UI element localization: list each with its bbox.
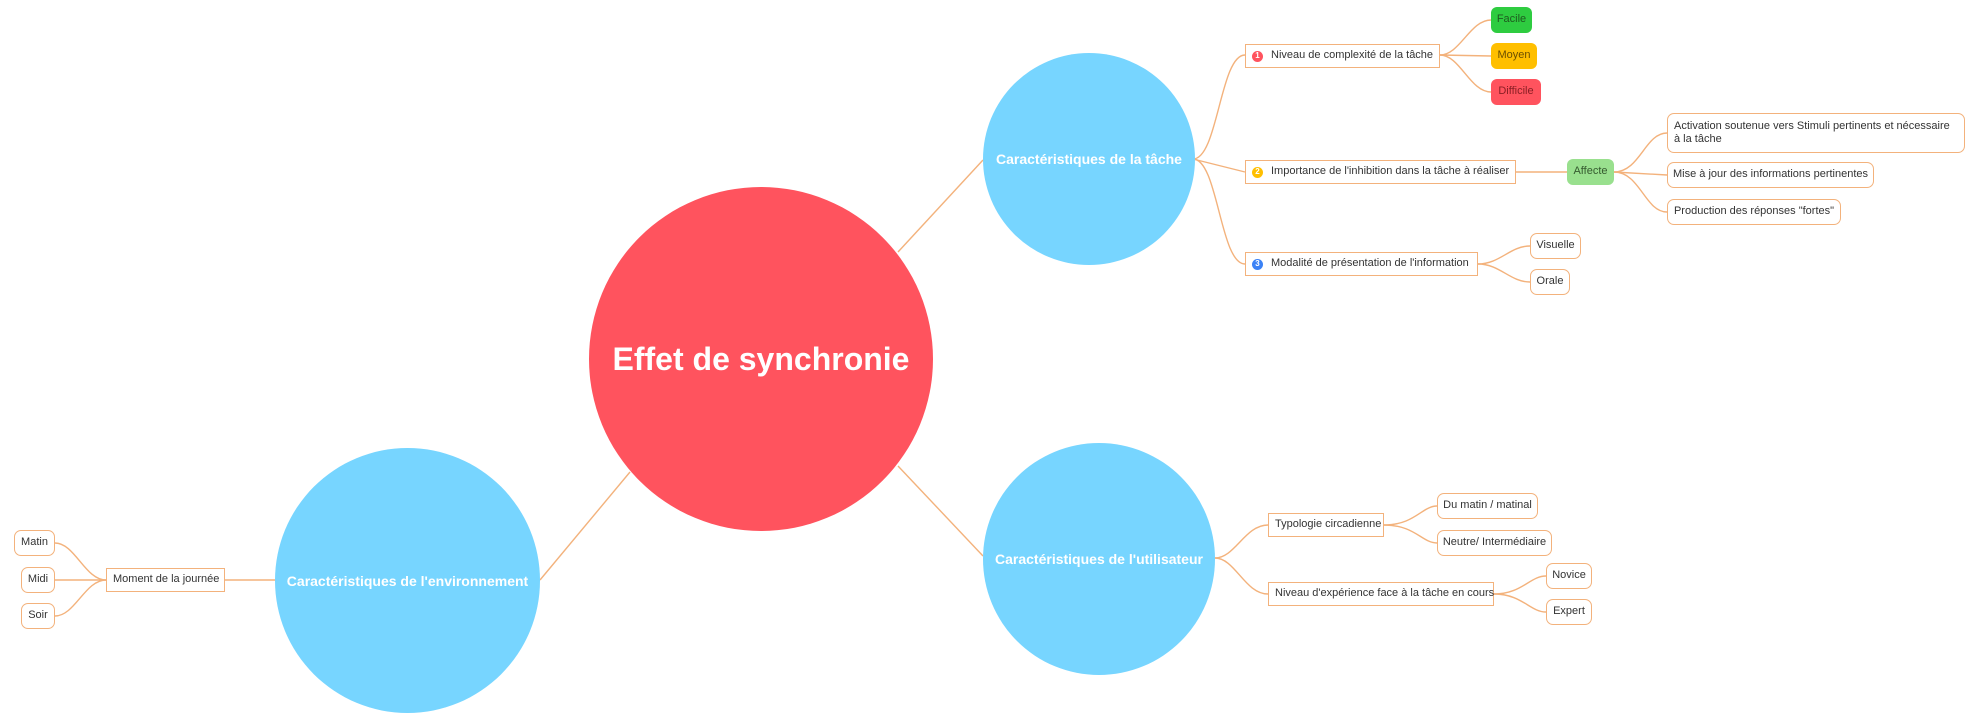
priority-3-icon: 3 <box>1252 258 1263 270</box>
node-inhibition-label: Importance de l'inhibition dans la tâche… <box>1271 165 1510 178</box>
moment-morning[interactable]: Matin <box>14 530 55 556</box>
branch-user[interactable]: Caractéristiques de l'utilisateur <box>983 443 1215 675</box>
node-modality[interactable]: 3 Modalité de présentation de l'informat… <box>1245 252 1478 276</box>
node-moment-label: Moment de la journée <box>113 573 220 586</box>
experience-novice[interactable]: Novice <box>1546 563 1592 589</box>
node-typology-label: Typologie circadienne <box>1275 518 1382 531</box>
branch-environment-label: Caractéristiques de l'environnement <box>286 572 529 589</box>
node-complexity-label: Niveau de complexité de la tâche <box>1271 49 1434 62</box>
node-experience-label: Niveau d'expérience face à la tâche en c… <box>1275 587 1495 600</box>
node-affecte[interactable]: Affecte <box>1567 159 1614 185</box>
central-topic-label: Effet de synchronie <box>612 340 910 377</box>
level-easy[interactable]: Facile <box>1491 7 1532 33</box>
modality-oral[interactable]: Orale <box>1530 269 1570 295</box>
modality-visual[interactable]: Visuelle <box>1530 233 1581 259</box>
level-medium[interactable]: Moyen <box>1491 43 1537 69</box>
branch-environment[interactable]: Caractéristiques de l'environnement <box>275 448 540 713</box>
effect-responses[interactable]: Production des réponses "fortes" <box>1667 199 1841 225</box>
node-typology[interactable]: Typologie circadienne <box>1268 513 1384 537</box>
branch-task-label: Caractéristiques de la tâche <box>996 151 1182 167</box>
node-moment[interactable]: Moment de la journée <box>106 568 225 592</box>
moment-noon[interactable]: Midi <box>21 567 55 593</box>
effect-activation[interactable]: Activation soutenue vers Stimuli pertine… <box>1667 113 1965 153</box>
central-topic[interactable]: Effet de synchronie <box>589 187 933 531</box>
level-hard[interactable]: Difficile <box>1491 79 1541 105</box>
typology-morning[interactable]: Du matin / matinal <box>1437 493 1538 519</box>
node-experience[interactable]: Niveau d'expérience face à la tâche en c… <box>1268 582 1494 606</box>
typology-neutral[interactable]: Neutre/ Intermédiaire <box>1437 530 1552 556</box>
node-complexity[interactable]: 1 Niveau de complexité de la tâche <box>1245 44 1440 68</box>
branch-task[interactable]: Caractéristiques de la tâche <box>983 53 1195 265</box>
experience-expert[interactable]: Expert <box>1546 599 1592 625</box>
moment-evening[interactable]: Soir <box>21 603 55 629</box>
branch-user-label: Caractéristiques de l'utilisateur <box>995 551 1203 567</box>
node-inhibition[interactable]: 2 Importance de l'inhibition dans la tâc… <box>1245 160 1516 184</box>
priority-1-icon: 1 <box>1252 50 1263 62</box>
priority-2-icon: 2 <box>1252 166 1263 178</box>
effect-update[interactable]: Mise à jour des informations pertinentes <box>1667 162 1874 188</box>
node-modality-label: Modalité de présentation de l'informatio… <box>1271 257 1469 270</box>
